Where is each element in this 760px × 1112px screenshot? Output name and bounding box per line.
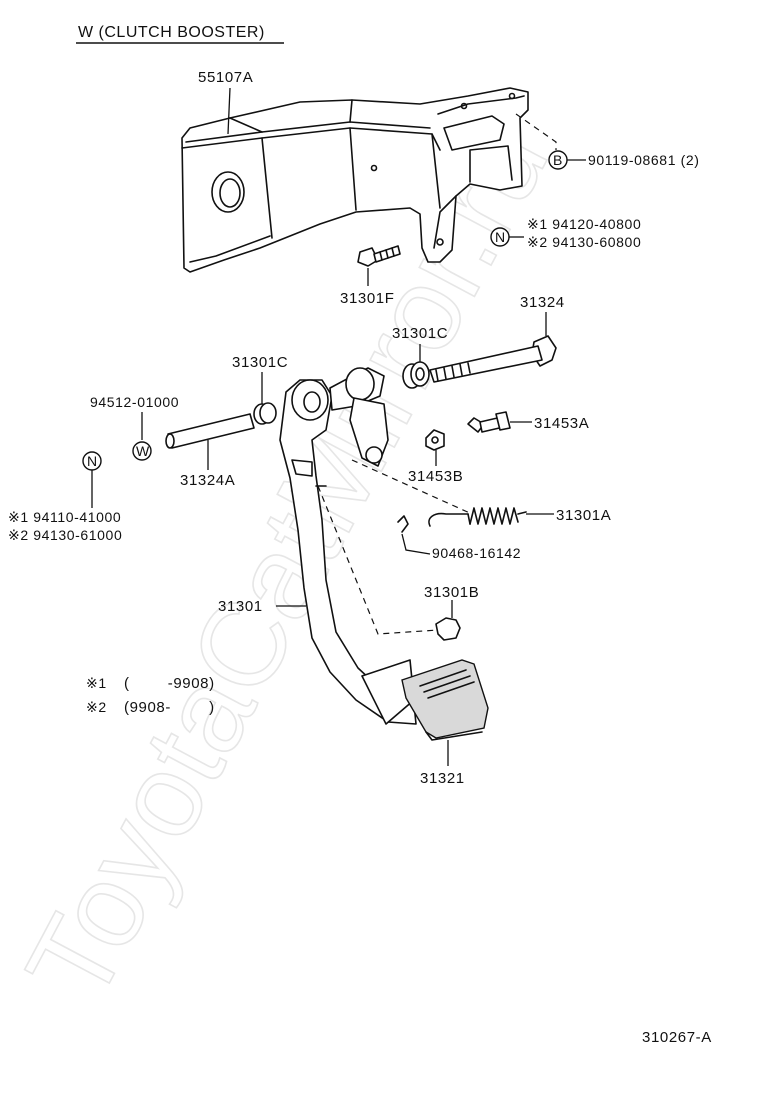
label-90468-16142: 90468-16142 — [432, 545, 521, 561]
symbol-n-letter-top: N — [495, 229, 506, 245]
stop-bolt-31453a — [467, 411, 511, 433]
spring-31301a — [428, 507, 527, 527]
stop-nut-31453b — [425, 429, 445, 451]
label-31301f: 31301F — [340, 290, 394, 307]
clip-90468-16142 — [397, 515, 409, 533]
symbol-w-circle: W — [132, 441, 152, 461]
label-31321: 31321 — [420, 770, 465, 787]
symbol-n-circle-top: N — [490, 227, 510, 247]
symbol-n-letter-left: N — [87, 453, 98, 469]
label-94110-41000: ※1 94110-41000 — [8, 509, 121, 525]
bolt-31324 — [429, 335, 557, 383]
label-94130-61000: ※2 94130-61000 — [8, 527, 122, 543]
note1-mark: ※1 — [86, 675, 107, 691]
label-31301a: 31301A — [556, 507, 611, 524]
note2-mark: ※2 — [86, 699, 107, 715]
dash-cushion — [317, 485, 439, 635]
label-31301c-left: 31301C — [232, 354, 288, 371]
label-94130-60800: ※2 94130-60800 — [527, 234, 641, 250]
label-94512-01000: 94512-01000 — [90, 394, 179, 410]
diagram-title: W (CLUTCH BOOSTER) — [78, 24, 265, 41]
symbol-b-letter: B — [553, 152, 563, 168]
bushing-31301c-left — [253, 402, 277, 425]
watermark-text: ToyotaCatMirror.ru — [1, 103, 573, 1022]
symbol-b-circle: B — [548, 150, 568, 170]
label-31324a: 31324A — [180, 472, 235, 489]
label-31453b: 31453B — [408, 468, 463, 485]
note2-range: (9908- ) — [124, 699, 215, 716]
clutch-pedal-31301 — [279, 367, 417, 725]
dash-b-bolt — [515, 113, 557, 150]
label-31301: 31301 — [218, 598, 263, 615]
figure-id: 310267-A — [642, 1029, 712, 1046]
bushing-31301c-right — [402, 361, 430, 389]
label-31324: 31324 — [520, 294, 565, 311]
symbol-w-letter: W — [136, 443, 150, 459]
bracket-55107a — [181, 87, 529, 273]
leader-55107a — [227, 87, 231, 135]
symbol-n-circle-left: N — [82, 451, 102, 471]
label-94120-40800: ※1 94120-40800 — [527, 216, 641, 232]
label-31453a: 31453A — [534, 415, 589, 432]
label-55107a: 55107A — [198, 69, 253, 86]
bolt-31301f — [357, 245, 401, 267]
collar-31324a — [165, 413, 255, 449]
label-31301c-right: 31301C — [392, 325, 448, 342]
pedal-pad-31321 — [361, 659, 489, 741]
cushion-31301b — [435, 617, 461, 641]
note1-range: ( -9908) — [124, 675, 215, 692]
label-90119-08681: 90119-08681 (2) — [588, 152, 699, 168]
label-31301b: 31301B — [424, 584, 479, 601]
leader-90468 — [401, 533, 431, 555]
